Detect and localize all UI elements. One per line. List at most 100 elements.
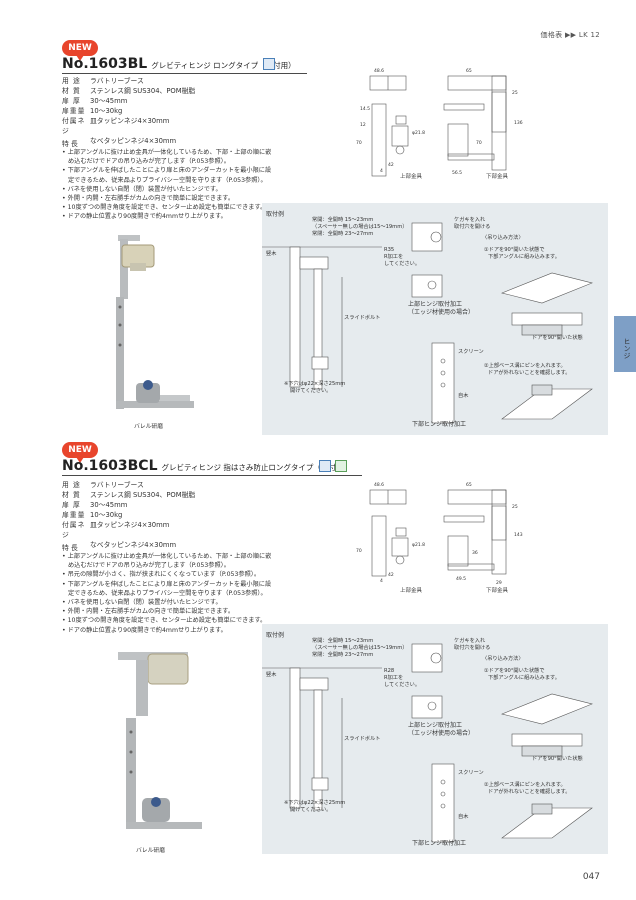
feature-item: • 上部アングルに抜け止め金具が一体化しているため、下部・上部の順に嵌め込むだけ… <box>62 149 272 166</box>
hang-step-note: ドアを90°開いた状態 <box>532 335 583 341</box>
marking-note: ケガキを入れ <box>454 638 486 644</box>
feature-item: • 吊元の隙間が小さく、指が挟まれにくくなっています（P.053参照）。 <box>62 571 261 579</box>
radius-note: してください。 <box>384 682 421 688</box>
screen-label: スクリーン <box>458 349 484 355</box>
hole-note: 開けてください。 <box>290 388 332 394</box>
photo-caption: バレル研磨 <box>136 848 165 854</box>
category-side-label: ヒンジ <box>623 338 631 359</box>
svg-text:25: 25 <box>512 90 518 96</box>
svg-text:136: 136 <box>514 120 523 126</box>
model-number: No.1603BL <box>62 56 148 72</box>
hole-note: ※下穴はφ22×深さ25mm <box>284 381 346 387</box>
svg-text:12: 12 <box>360 122 366 128</box>
upper-work-label: （エッジ材使用の場合） <box>408 730 475 737</box>
feature-list: • 上部アングルに抜け止め金具が一体化しているため、下部・上部の順に嵌め込むだけ… <box>62 552 272 635</box>
product-icon <box>319 460 331 472</box>
svg-text:49.5: 49.5 <box>456 576 466 582</box>
example-note: （スペーサー無しの場合は15～19mm） <box>312 224 408 230</box>
hang-step-note: ドアを90°開いた状態 <box>532 756 583 762</box>
wood-label: 自木 <box>458 814 469 820</box>
upper-fitting-label: 上部金具 <box>400 174 423 180</box>
svg-text:42: 42 <box>388 162 394 168</box>
safety-icon <box>335 460 347 472</box>
spec-row: なべタッピンネジ4×30mm <box>90 137 177 145</box>
feature-item: • 上部アングルに抜け止め金具が一体化しているため、下部・上部の順に嵌め込むだけ… <box>62 553 272 570</box>
example-note: 常閉：全開時 23～27mm <box>312 231 374 237</box>
new-badge: NEW <box>62 442 98 463</box>
svg-text:70: 70 <box>476 140 482 146</box>
example-note: 常閉：全開時 23～27mm <box>312 652 374 658</box>
hang-step2-drawing <box>501 803 593 839</box>
product-subtitle: グレビティヒンジ ロングタイプ（枠付用） <box>151 61 296 70</box>
svg-text:70: 70 <box>356 140 362 146</box>
hang-step: ①ドアを90°開いた状態で <box>484 247 545 253</box>
svg-text:70: 70 <box>356 548 362 554</box>
slide-bolt-label: スライドボルト <box>344 736 381 742</box>
product-subtitle: グレビティヒンジ 指はさみ防止ロングタイプ（枠付用） <box>161 463 351 472</box>
feature-item: • 10度ずつの開き角度を設定でき、センター止め設定も簡単にできます。 <box>62 617 267 625</box>
features-title: 特 長 <box>62 544 78 552</box>
hole-note: ※下穴はφ22×深さ25mm <box>284 800 346 806</box>
spec-row: 用 途ラバトリーブース <box>62 481 144 489</box>
radius-label: R28 <box>384 668 395 674</box>
hang-step: 下部アングルに組み込みます。 <box>488 254 560 260</box>
feature-list: • 上部アングルに抜け止め金具が一体化しているため、下部・上部の順に嵌め込むだけ… <box>62 148 272 222</box>
feature-item: • 外開・内開・左右勝手がカムの向きで簡単に設定できます。 <box>62 195 235 203</box>
frame-label: 竪木 <box>266 672 277 678</box>
photo-caption: バレル研磨 <box>134 424 163 430</box>
example-note: 常開：全開時 15～23mm <box>312 217 374 223</box>
hang-step: ②上部ベース溝にピンを入れます。 <box>484 363 566 369</box>
frame-drawing <box>262 246 382 390</box>
hinge-photo <box>118 652 202 829</box>
feature-item: • 10度ずつの開き角度を設定でき、センター止め設定も簡単にできます。 <box>62 204 267 212</box>
title-rule <box>62 73 307 74</box>
upper-work-label: （エッジ材使用の場合） <box>408 309 475 316</box>
upper-work-label: 上部ヒンジ取付加工 <box>408 301 463 308</box>
hang-step: 下部アングルに組み込みます。 <box>488 675 560 681</box>
wood-label: 自木 <box>458 393 469 399</box>
hinge-photo <box>116 235 194 409</box>
dimension-drawing: 48.6 65 25 φ21.8 70 42 36 49.5 143 29 4 <box>356 482 523 586</box>
radius-note: R加工を <box>384 675 404 681</box>
radius-label: R35 <box>384 247 395 253</box>
spec-row: なべタッピンネジ4×30mm <box>90 541 177 549</box>
svg-text:φ21.8: φ21.8 <box>412 542 425 548</box>
page-number: 047 <box>582 872 600 882</box>
marking-note: 取付穴を開ける <box>454 645 491 651</box>
hang-step: ①ドアを90°開いた状態で <box>484 668 545 674</box>
model-number: No.1603BCL <box>62 458 158 474</box>
svg-text:56.5: 56.5 <box>452 170 462 176</box>
dimension-drawing: 48.6 65 25 14.5 12 φ21.8 70 42 56.5 136 … <box>356 68 523 177</box>
svg-text:25: 25 <box>512 504 518 510</box>
marking-note: ケガキを入れ <box>454 217 486 223</box>
svg-text:14.5: 14.5 <box>360 106 370 112</box>
svg-text:42: 42 <box>388 572 394 578</box>
lower-fitting-label: 下部金具 <box>486 588 509 594</box>
hang-step2-drawing <box>501 384 593 420</box>
radius-note: してください。 <box>384 261 421 267</box>
spec-row: 付属ネジ皿タッピンネジ4×30mm <box>62 521 170 539</box>
svg-text:65: 65 <box>466 68 472 74</box>
feature-item: • バネを使用しない自閉（閉）装置が付いたヒンジです。 <box>62 599 222 607</box>
upper-fitting-label: 上部金具 <box>400 588 423 594</box>
spec-row: 用 途ラバトリーブース <box>62 77 144 85</box>
lower-work-label: 下部ヒンジ取付加工 <box>412 840 467 847</box>
svg-text:φ21.8: φ21.8 <box>412 130 425 136</box>
product-icon <box>263 58 275 70</box>
hang-step: ドアが外れないことを確認します。 <box>488 370 571 376</box>
hang-step1-drawing <box>501 693 593 757</box>
upper-work-label: 上部ヒンジ取付加工 <box>408 722 463 729</box>
feature-item: • 下部アングルを伸ばしたことにより扉と床のアンダーカットを最小限に設定できるた… <box>62 167 272 184</box>
screen-label: スクリーン <box>458 770 484 776</box>
svg-text:4: 4 <box>380 578 383 584</box>
hang-step: ドアが外れないことを確認します。 <box>488 789 571 795</box>
category-side-tab[interactable] <box>614 316 636 372</box>
feature-item: • バネを使用しない自閉（閉）装置が付いたヒンジです。 <box>62 185 222 193</box>
feature-item: • ドアの静止位置より90度開きで約4mmせり上がります。 <box>62 213 227 221</box>
